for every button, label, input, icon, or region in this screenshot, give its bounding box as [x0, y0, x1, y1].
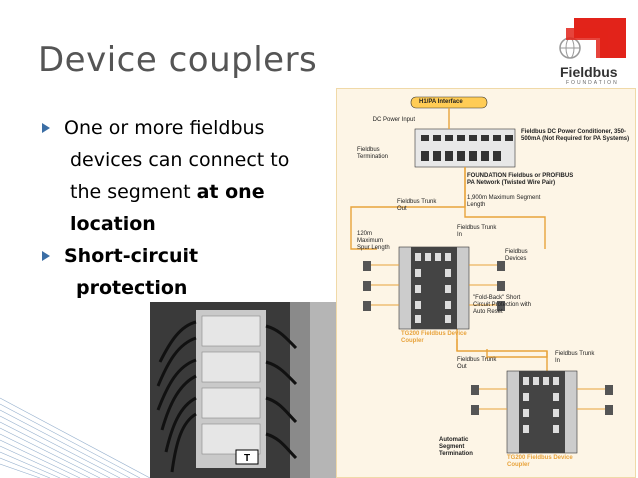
auto-termination-label: Automatic Segment Termination — [439, 437, 473, 457]
diagram-header: H1/PA Interface — [419, 99, 463, 105]
bullet-line: Short-circuit — [64, 245, 199, 267]
bullet-text: the segment — [70, 181, 197, 203]
coupler2-label: TG200 Fieldbus Device Coupler — [507, 455, 573, 468]
bullet-line: the segment at one — [64, 176, 342, 208]
trunk-in-label: Fieldbus Trunk In — [457, 225, 497, 238]
bullet-bold-text: at one — [196, 181, 265, 203]
svg-text:T: T — [244, 453, 250, 464]
slide-title: Device couplers — [38, 40, 318, 80]
fieldbus-logo-icon — [559, 18, 626, 59]
bullet-line: One or more fieldbus — [64, 117, 265, 139]
trunk-out-2-label: Fieldbus Trunk Out — [457, 357, 497, 370]
bullet-list: One or more fieldbus devices can connect… — [42, 112, 342, 304]
diagram-lines — [350, 96, 613, 454]
coupler-diagram: H1/PA Interface DC Power Input Fieldbus … — [336, 88, 636, 478]
bullet-line: devices can connect to — [70, 149, 290, 171]
foldback-label: "Fold-Back" Short Circuit Protection wit… — [473, 295, 532, 315]
device-coupler-photo: T — [150, 302, 338, 478]
bullet-arrow-icon — [42, 251, 50, 261]
corner-decoration — [0, 397, 150, 478]
bullet-line: protection — [76, 277, 188, 299]
power-conditioner-label: Fieldbus DC Power Conditioner, 350-500mA… — [521, 129, 630, 142]
coupler1-label: TG200 Fieldbus Device Coupler — [401, 331, 467, 344]
dc-power-input-label: DC Power Input — [372, 117, 415, 123]
fieldbus-termination-label: Fieldbus Termination — [357, 147, 389, 160]
logo-name: Fieldbus — [560, 64, 618, 80]
trunk-out-label: Fieldbus Trunk Out — [397, 199, 437, 212]
network-label: FOUNDATION Fieldbus or PROFIBUS PA Netwo… — [467, 173, 574, 186]
logo-sub: FOUNDATION — [566, 80, 619, 86]
segment-length-label: 1,900m Maximum Segment Length — [467, 195, 541, 208]
trunk-in-2-label: Fieldbus Trunk In — [555, 351, 595, 364]
spur-length-label: 120m Maximum Spur Length — [357, 231, 390, 251]
bullet-item: One or more fieldbus devices can connect… — [42, 112, 342, 240]
bullet-arrow-icon — [42, 123, 50, 133]
bullet-line: location — [70, 213, 156, 235]
fieldbus-devices-label: Fieldbus Devices — [505, 249, 528, 262]
bullet-item: Short-circuit protection — [42, 240, 342, 304]
